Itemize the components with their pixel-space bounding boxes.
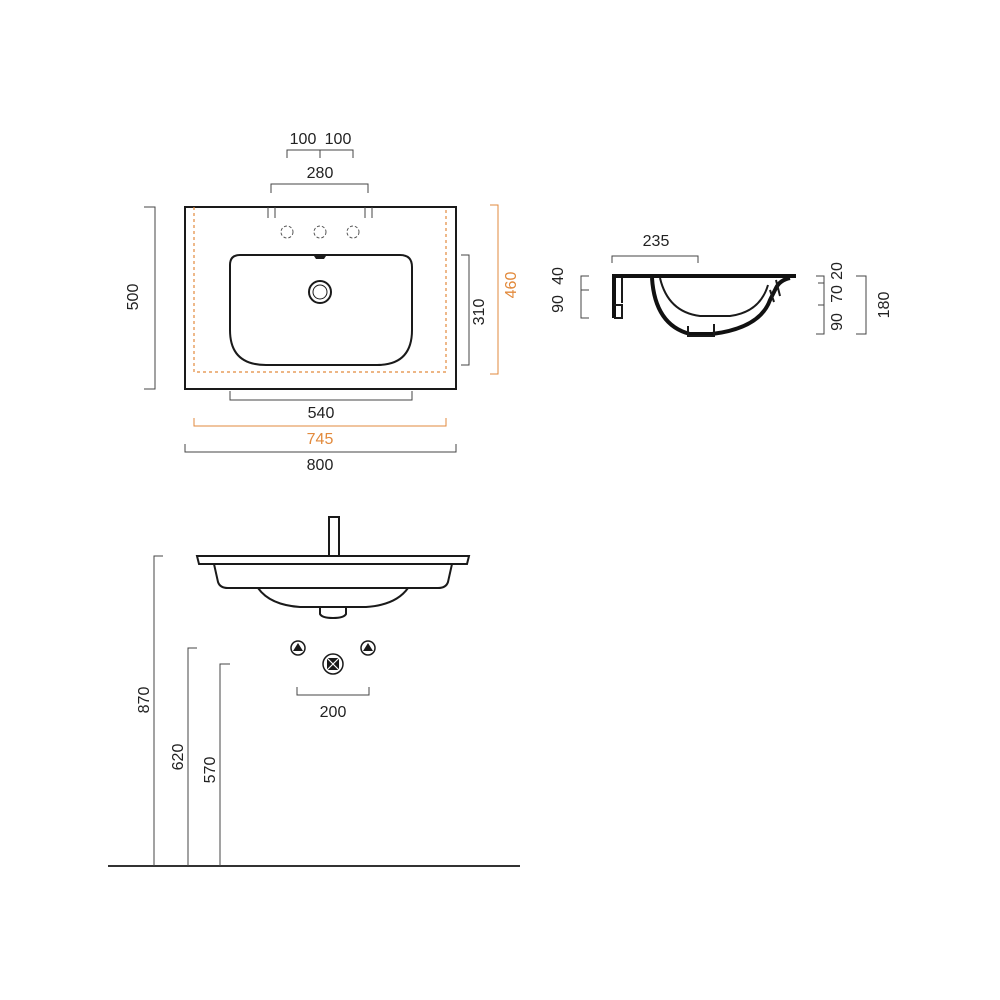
- dim-right-90: 90: [829, 313, 846, 331]
- supply-valve-left-icon: [290, 640, 306, 656]
- plan-view: 100 100 280 500 310 460 540 745 800: [125, 131, 520, 474]
- dim-total-height: 180: [876, 292, 893, 319]
- dim-bowl-width: 540: [308, 405, 335, 422]
- waste-outlet-icon: [322, 653, 344, 675]
- dim-height-supply: 620: [170, 744, 187, 771]
- dim-right-70: 70: [829, 285, 846, 303]
- basin-outline-plan: [184, 206, 457, 390]
- dim-left-90: 90: [550, 295, 567, 313]
- dim-overall-width: 800: [307, 457, 334, 474]
- supply-valve-right-icon: [360, 640, 376, 656]
- dim-hole-spacing-left: 100: [290, 131, 317, 148]
- basin-top-slab: [195, 555, 471, 565]
- support-outline-dashed: [193, 207, 447, 373]
- dim-height-rim: 870: [136, 687, 153, 714]
- tap-hole-right-icon: [346, 225, 360, 239]
- faucet-icon: [328, 516, 340, 557]
- tap-hole-left-icon: [280, 225, 294, 239]
- section-view: 235 40 90 20 70 90 180: [550, 233, 893, 337]
- dim-left-40: 40: [550, 267, 567, 285]
- dim-bowl-depth: 310: [471, 299, 488, 326]
- dim-section-width: 235: [643, 233, 670, 250]
- bowl-outline-plan: [229, 254, 413, 366]
- drain-icon: [308, 280, 332, 304]
- dim-inner-width: 745: [307, 431, 334, 448]
- tap-hole-center-icon: [313, 225, 327, 239]
- drain-inner-icon: [312, 284, 328, 300]
- dim-height-waste: 570: [202, 757, 219, 784]
- dim-depth: 500: [125, 284, 142, 311]
- overflow-slot: [314, 256, 326, 259]
- dim-supply-spacing: 200: [320, 704, 347, 721]
- dim-hole-spacing-right: 100: [325, 131, 352, 148]
- dim-inner-depth: 460: [503, 272, 520, 299]
- basin-body-front: [213, 563, 453, 589]
- dim-right-20: 20: [829, 262, 846, 280]
- bowl-section-outer: [650, 276, 791, 336]
- front-view: 200 870 620 570: [108, 516, 520, 867]
- dim-hole-span: 280: [307, 165, 334, 182]
